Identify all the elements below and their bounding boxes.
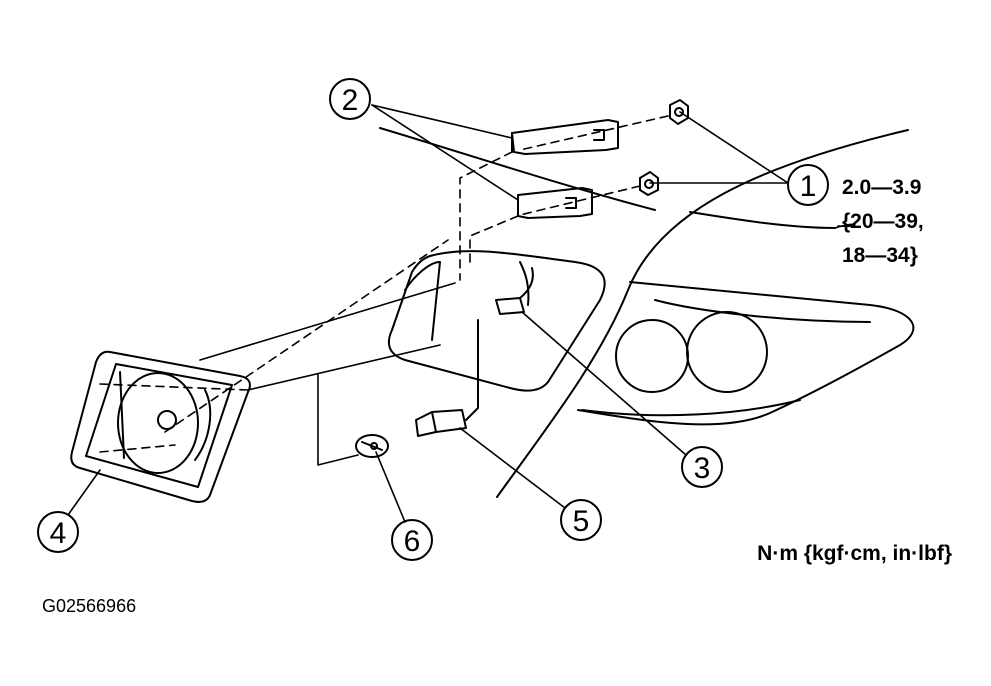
headlamp-unit bbox=[70, 350, 251, 503]
callout-circle-4 bbox=[37, 511, 79, 553]
callout-number-6: 6 bbox=[404, 525, 421, 558]
bracket-upper bbox=[511, 119, 619, 155]
callout-number-3: 3 bbox=[694, 452, 711, 485]
connector-5 bbox=[415, 319, 479, 437]
callout-circle-2 bbox=[329, 78, 371, 120]
torque-spec-line2: {20—39, bbox=[842, 210, 924, 233]
units-legend: N·m {kgf·cm, in·lbf} bbox=[757, 542, 952, 565]
callout-circle-6 bbox=[391, 519, 433, 561]
nut-upper bbox=[669, 99, 689, 125]
connector-3 bbox=[495, 267, 534, 315]
torque-spec-line3: 18—34} bbox=[842, 244, 918, 267]
leader-lines bbox=[67, 104, 856, 523]
figure-id: G02566966 bbox=[42, 596, 136, 616]
tail-lamp bbox=[581, 299, 871, 417]
vehicle-body-outline bbox=[379, 127, 915, 498]
callout-number-5: 5 bbox=[573, 505, 590, 538]
callout-number-2: 2 bbox=[342, 84, 359, 117]
bulb-socket-6 bbox=[355, 434, 389, 458]
callout-circle-5 bbox=[560, 499, 602, 541]
headlamp-guide-lines bbox=[199, 282, 456, 466]
callout-number-4: 4 bbox=[50, 517, 67, 550]
torque-spec-line1: 2.0—3.9 bbox=[842, 176, 921, 199]
bracket-lower bbox=[517, 187, 593, 219]
callout-circle-3 bbox=[681, 446, 723, 488]
headlight-housing bbox=[387, 250, 606, 392]
assembly-guide-dashes bbox=[99, 115, 669, 453]
nut-lower bbox=[639, 171, 659, 196]
callout-number-1: 1 bbox=[800, 170, 817, 203]
callout-circle-1 bbox=[787, 164, 829, 206]
